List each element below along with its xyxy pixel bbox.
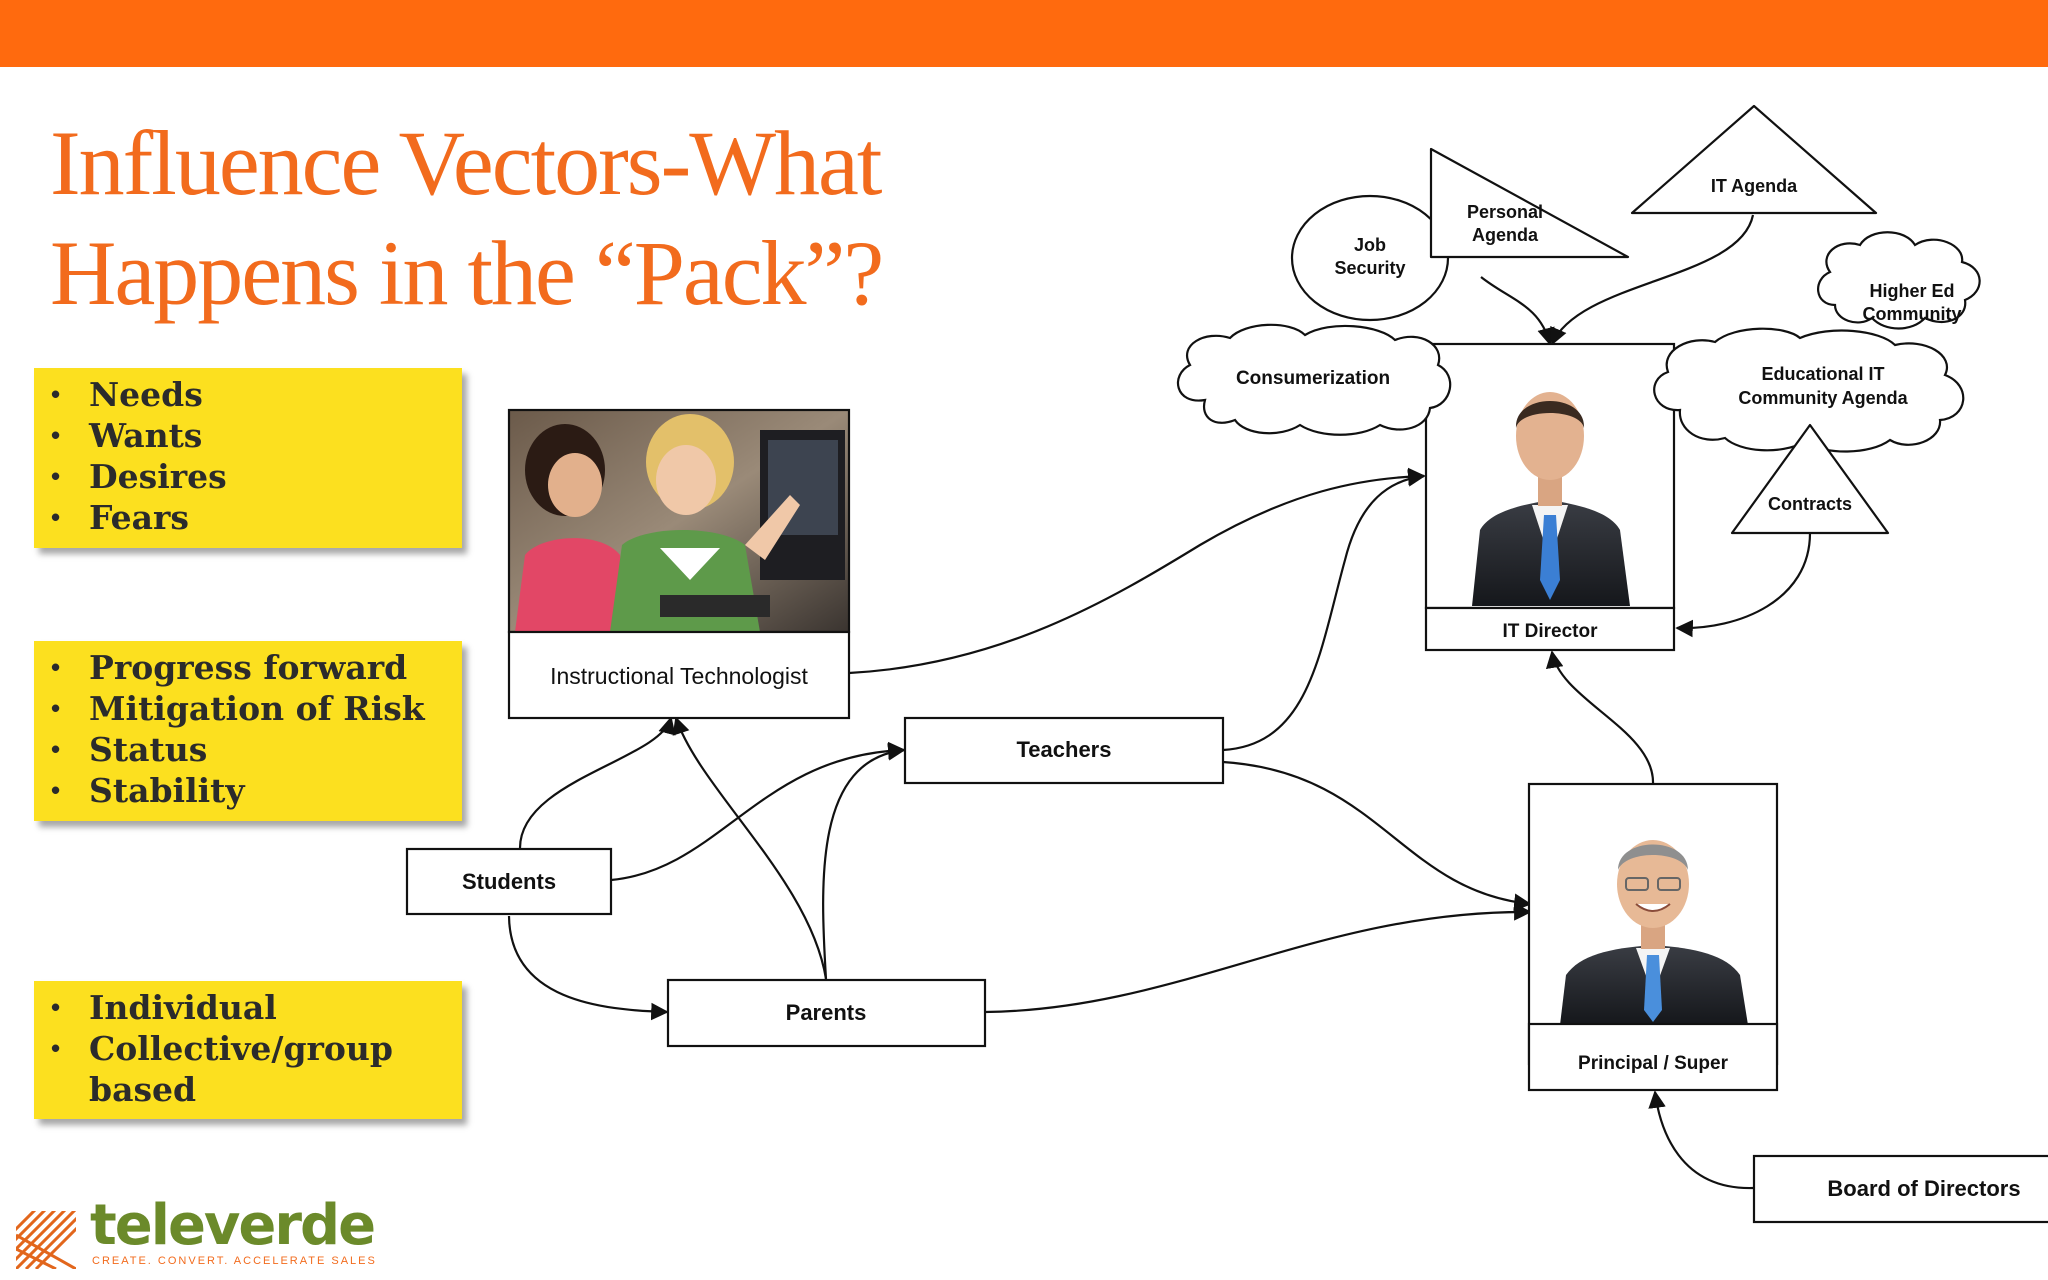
edge-personalagenda-to-itdirector [1480,276,1555,346]
edge-teachers-to-itdirector [1222,469,1426,752]
consumerization-cloud: Consumerization [1176,323,1452,436]
bullet-item: Needs [34,374,462,415]
educational-it-cloud: Educational IT Community Agenda [1653,327,1965,453]
board-label: Board of Directors [1827,1176,2020,1201]
bullet-item: Collective/group based [34,1028,462,1110]
bullet-item: Mitigation of Risk [34,688,462,729]
higher-ed-line-1: Higher Ed [1869,281,1954,301]
personal-agenda-line-2: Agenda [1472,225,1539,245]
callout-motives: Progress forward Mitigation of Risk Stat… [34,641,462,821]
board-node: Board of Directors [1752,1154,2048,1224]
classroom-photo-figures [515,414,845,632]
bullet-item: Status [34,729,462,770]
edge-parents-to-teachers [822,743,906,980]
edge-principal-to-itdirector [1545,650,1655,785]
edge-parents-to-principal [984,903,1532,1014]
bullet-item: Wants [34,415,462,456]
callout-scope: Individual Collective/group based [34,981,462,1119]
consumerization-label: Consumerization [1236,368,1390,389]
principal-node: Principal / Super [1527,782,1779,1092]
bullet-item: Stability [34,770,462,811]
edge-students-to-insttech [518,716,676,849]
instructional-technologist-label: Instructional Technologist [550,663,808,689]
smiling-man-photo [1560,840,1748,1025]
job-security-circle: Job Security [1290,194,1450,322]
bullet-item: Progress forward [34,647,462,688]
callout-needs: Needs Wants Desires Fears [34,368,462,548]
top-accent-bar [0,0,2048,67]
educational-it-line-1: Educational IT [1761,364,1884,384]
teachers-label: Teachers [1017,737,1112,762]
it-director-node: IT Director [1424,342,1676,652]
job-security-line-1: Job [1354,235,1386,255]
personal-agenda-line-1: Personal [1467,202,1543,222]
parents-node: Parents [666,978,987,1048]
bullet-item: Individual [34,987,462,1028]
parents-label: Parents [786,1000,867,1025]
it-agenda-triangle: IT Agenda [1630,104,1878,215]
it-director-label: IT Director [1502,621,1598,642]
job-security-line-2: Security [1334,258,1405,278]
personal-agenda-triangle: Personal Agenda [1429,147,1630,259]
edge-board-to-principal [1648,1090,1754,1190]
title-line-2: Happens in the “Pack”? [50,222,884,324]
edge-teachers-to-principal [1222,760,1532,912]
slide-title: Influence Vectors-What Happens in the “P… [50,108,1010,328]
bullet-item: Desires [34,456,462,497]
logo-wordmark: televerde [90,1193,376,1258]
businessman-photo [1472,392,1630,606]
edge-students-to-teachers [610,741,906,882]
connector-lines [507,214,1812,1190]
students-label: Students [462,869,556,894]
educational-it-line-2: Community Agenda [1738,388,1908,408]
edge-contracts-to-itdirector [1675,532,1812,638]
edge-insttech-to-itdirector [848,467,1426,675]
bullet-item: Fears [34,497,462,538]
edge-parents-to-insttech [672,716,828,980]
teachers-node: Teachers [903,716,1225,785]
instructional-technologist-node: Instructional Technologist [507,408,851,720]
title-line-1: Influence Vectors-What [50,112,882,214]
higher-ed-line-2: Community [1863,304,1962,324]
diagonal-stripes-logo-icon [16,1211,76,1269]
students-node: Students [405,847,613,916]
logo-tagline: CREATE. CONVERT. ACCELERATE SALES [92,1255,377,1267]
it-agenda-label: IT Agenda [1711,176,1798,196]
contracts-label: Contracts [1768,494,1852,514]
edge-itagenda-to-itdirector [1550,214,1755,346]
edge-students-to-parents [507,915,669,1021]
higher-ed-cloud: Higher Ed Community [1817,231,1981,330]
principal-label: Principal / Super [1578,1053,1729,1074]
contracts-triangle: Contracts [1730,423,1890,535]
